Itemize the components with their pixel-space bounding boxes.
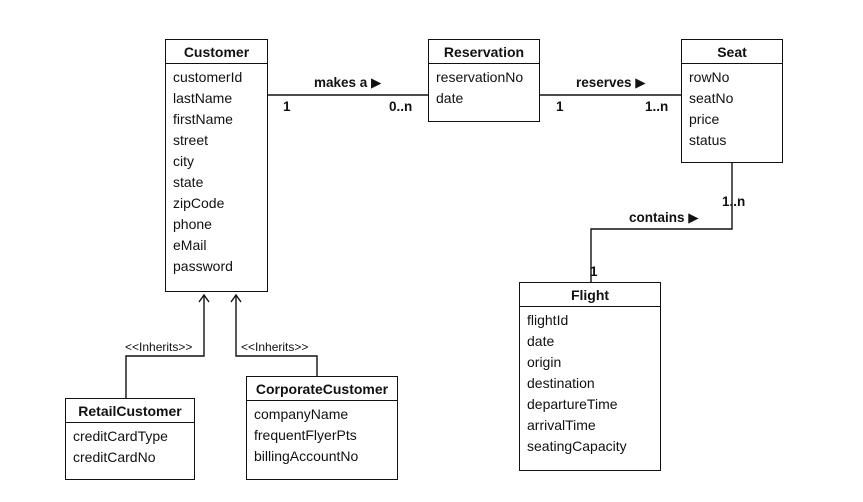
contains-label: contains ▶	[629, 210, 699, 225]
corporate-customer-class: CorporateCustomer companyName frequentFl…	[246, 376, 398, 480]
retail-customer-class: RetailCustomer creditCardType creditCard…	[65, 398, 195, 480]
seat-class-name: Seat	[682, 40, 782, 64]
class-attribute: frequentFlyerPts	[254, 427, 357, 443]
class-attribute: firstName	[173, 111, 233, 127]
class-attribute: destination	[527, 375, 595, 391]
class-attribute: status	[689, 132, 727, 148]
class-attribute: price	[689, 111, 720, 127]
makes-to-multiplicity: 0..n	[389, 99, 413, 114]
class-attribute: street	[173, 132, 209, 148]
reserves-from-multiplicity: 1	[556, 99, 564, 114]
class-attribute: state	[173, 174, 204, 190]
corporate-inherits-stereotype: <<Inherits>>	[241, 340, 309, 354]
class-attribute: companyName	[254, 406, 349, 422]
contains-to-multiplicity: 1	[590, 264, 598, 279]
class-attribute: departureTime	[527, 396, 618, 412]
retail-inherits-stereotype: <<Inherits>>	[125, 340, 193, 354]
class-attribute: seatingCapacity	[527, 438, 627, 454]
corporate-customer-class-name: CorporateCustomer	[247, 377, 397, 401]
class-attribute: creditCardNo	[73, 449, 156, 465]
class-attribute: rowNo	[689, 69, 730, 85]
reserves-to-multiplicity: 1..n	[645, 99, 669, 114]
class-attribute: city	[173, 153, 194, 169]
makes-label: makes a ▶	[314, 75, 382, 90]
reserves-label: reserves ▶	[576, 75, 646, 90]
class-attribute: reservationNo	[436, 69, 524, 85]
customer-class: Customer customerId lastName firstName s…	[165, 39, 268, 292]
class-attribute: zipCode	[173, 195, 225, 211]
makes-from-multiplicity: 1	[283, 99, 291, 114]
class-attribute: origin	[527, 354, 562, 370]
class-attribute: password	[173, 258, 233, 274]
class-attribute: seatNo	[689, 90, 734, 106]
contains-association-line	[590, 163, 733, 282]
class-attribute: flightId	[527, 312, 569, 328]
customer-class-name: Customer	[166, 40, 267, 64]
flight-class: Flight flightId date origin destination …	[519, 282, 661, 471]
retail-inherits-line	[125, 295, 204, 398]
flight-class-name: Flight	[520, 283, 660, 307]
reservation-class: Reservation reservationNo date	[428, 39, 540, 122]
class-attribute: eMail	[173, 237, 207, 253]
class-attribute: date	[527, 333, 555, 349]
class-attribute: billingAccountNo	[254, 448, 359, 464]
reservation-class-name: Reservation	[429, 40, 539, 64]
retail-customer-class-name: RetailCustomer	[66, 399, 194, 423]
class-attribute: lastName	[173, 90, 233, 106]
class-attribute: date	[436, 90, 464, 106]
class-attribute: phone	[173, 216, 212, 232]
class-attribute: arrivalTime	[527, 417, 596, 433]
seat-class: Seat rowNo seatNo price status	[681, 39, 783, 163]
class-attribute: creditCardType	[73, 428, 168, 444]
class-attribute: customerId	[173, 69, 243, 85]
contains-from-multiplicity: 1..n	[722, 194, 746, 209]
corporate-inherits-line	[236, 295, 318, 376]
